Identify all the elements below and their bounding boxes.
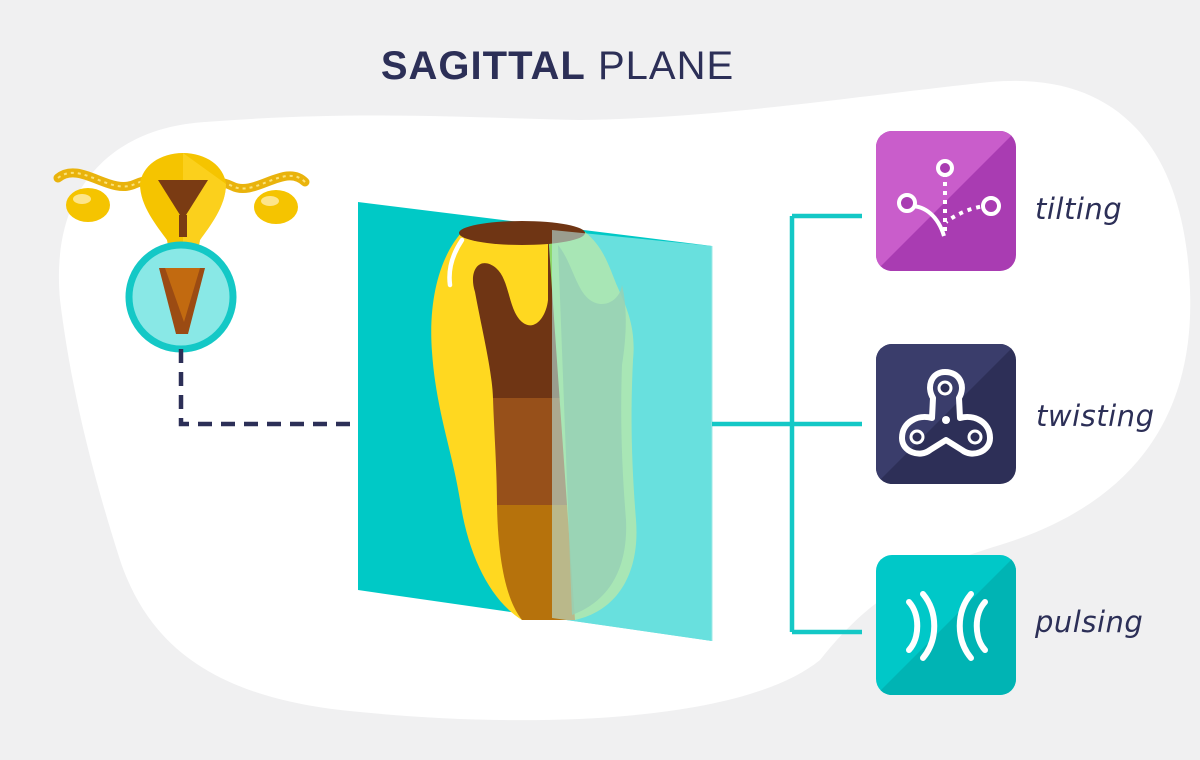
tilting-icon-box (876, 131, 1016, 271)
mode-label-pulsing: pulsing (1035, 605, 1144, 639)
uterus-icon (53, 153, 310, 353)
pulse-waves-icon (906, 591, 988, 661)
mode-bracket (712, 213, 862, 635)
branch-points-icon (897, 159, 1001, 237)
fidget-spinner-icon (899, 369, 993, 457)
mode-label-tilting: tilting (1035, 192, 1123, 226)
mode-label-twisting: twisting (1036, 399, 1155, 433)
twisting-icon-box (876, 344, 1016, 484)
title-bold: SAGITTAL (380, 44, 586, 88)
title-light: PLANE (597, 44, 735, 88)
plane-overlay (552, 230, 712, 641)
pulsing-icon-box (876, 555, 1016, 695)
dashed-connector (178, 349, 358, 427)
page-title: SAGITTAL PLANE (0, 44, 1115, 89)
